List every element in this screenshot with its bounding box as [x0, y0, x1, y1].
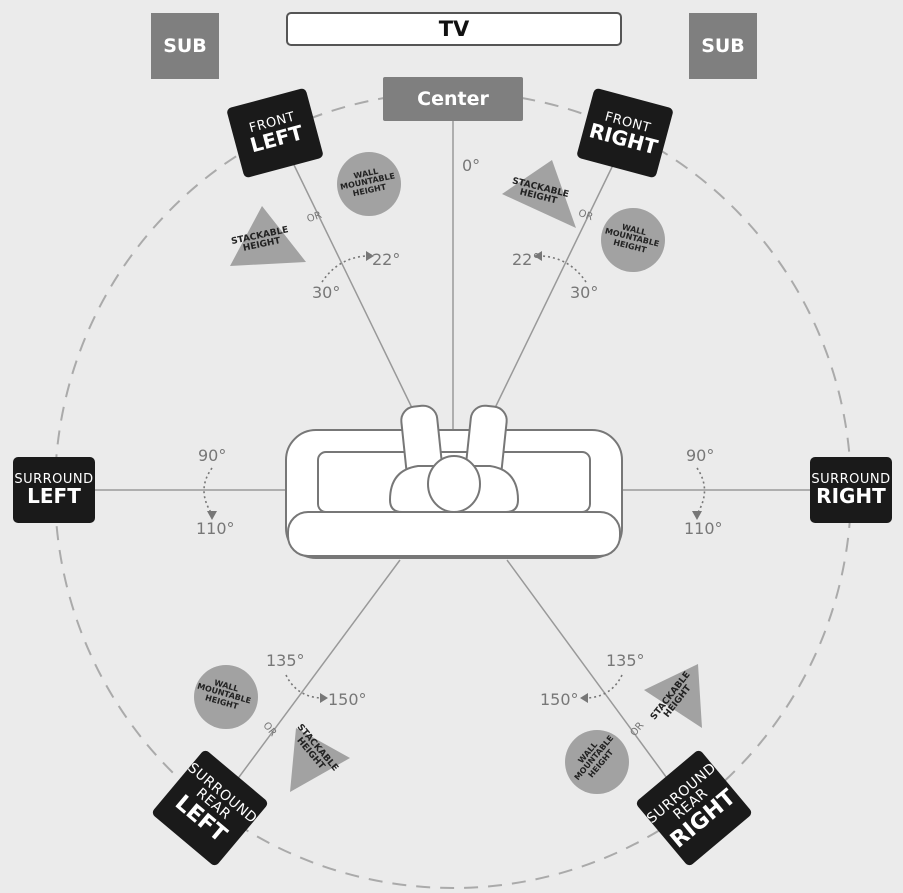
center-label: Center — [417, 88, 489, 110]
wall-height-front-right-icon — [601, 208, 665, 272]
angle-front-left-30: 30° — [312, 283, 341, 302]
rear-right-line — [506, 559, 684, 801]
rear-left-line — [221, 559, 401, 801]
angle-rear-right-150: 150° — [540, 690, 579, 709]
front-right-line — [493, 164, 614, 411]
surround-left-speaker: SURROUND LEFT — [13, 457, 95, 523]
speaker-line2: RIGHT — [816, 484, 886, 509]
angle-front-right-30: 30° — [570, 283, 599, 302]
surround-right-speaker: SURROUND RIGHT — [810, 457, 892, 523]
stackable-height-rear-left-icon — [290, 728, 350, 792]
tv: TV — [286, 12, 622, 46]
front-left-line — [293, 164, 414, 411]
center-speaker: Center — [383, 77, 523, 121]
speaker-line1: SURROUND — [14, 471, 94, 487]
height-markers — [194, 152, 702, 794]
angle-left-110: 110° — [196, 519, 235, 538]
angle-rear-right-135: 135° — [606, 651, 645, 670]
speaker-line2: LEFT — [27, 484, 81, 509]
stackable-height-front-left-icon — [230, 206, 306, 266]
sub-label: SUB — [163, 35, 207, 57]
angle-left-90: 90° — [198, 446, 227, 465]
stackable-height-rear-right-icon — [644, 664, 702, 728]
stackable-height-front-right-icon — [502, 160, 576, 228]
speaker-line1: SURROUND — [811, 471, 891, 487]
wall-height-front-left-icon — [337, 152, 401, 216]
wall-height-rear-left-icon — [194, 665, 258, 729]
subwoofer-right: SUB — [689, 13, 757, 79]
listener — [388, 404, 520, 513]
arrow-heads — [207, 251, 702, 703]
angle-right-110: 110° — [684, 519, 723, 538]
tv-label: TV — [438, 17, 470, 41]
angle-rear-left-135: 135° — [266, 651, 305, 670]
angle-0: 0° — [462, 156, 481, 175]
angle-arcs — [203, 255, 706, 699]
angle-front-right-22: 22° — [512, 250, 541, 269]
wall-height-rear-right-icon — [565, 730, 629, 794]
sub-label: SUB — [701, 35, 745, 57]
angle-rear-left-150: 150° — [328, 690, 367, 709]
subwoofer-left: SUB — [151, 13, 219, 79]
angle-front-left-22: 22° — [372, 250, 401, 269]
angle-right-90: 90° — [686, 446, 715, 465]
